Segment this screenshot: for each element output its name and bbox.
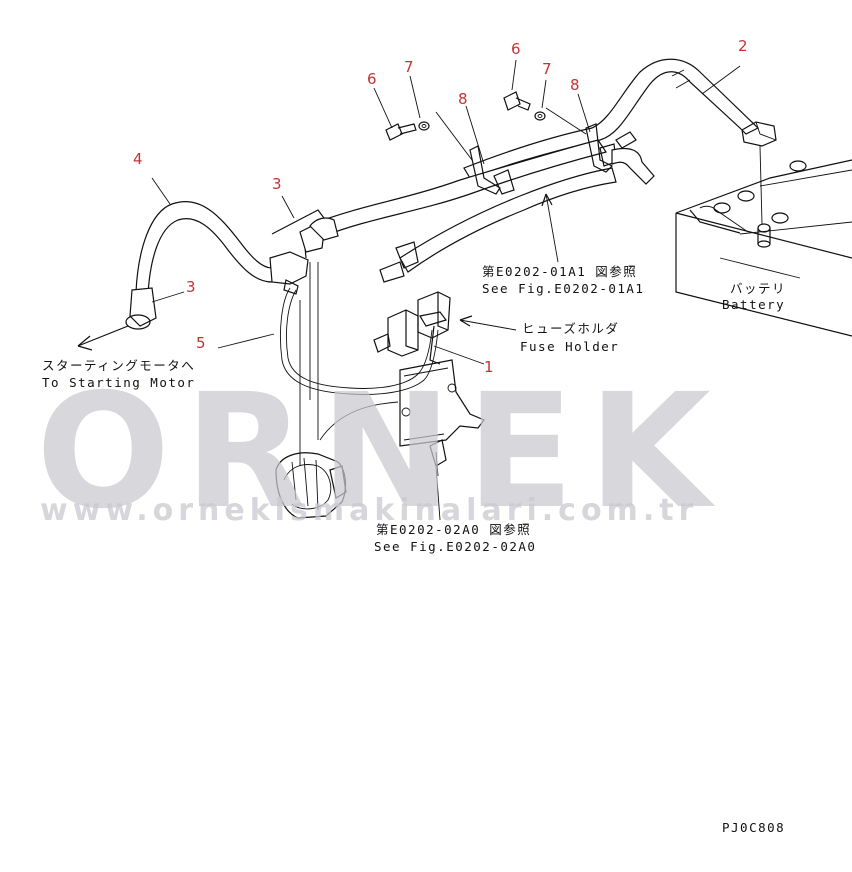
callout-8-left: 8 [458, 90, 468, 108]
starter-hose [77, 201, 339, 351]
callout-1: 1 [484, 358, 494, 376]
fuse-holder [373, 291, 451, 365]
battery-label-jp: バッテリ [730, 281, 786, 296]
callout-7-left: 7 [404, 58, 414, 76]
harness-hoses-upper [317, 123, 655, 283]
callout-8-right: 8 [570, 76, 580, 94]
drawing-code: PJ0C808 [722, 820, 785, 835]
callout-5: 5 [196, 334, 206, 352]
watermark-brand: ORNEK [36, 360, 725, 544]
battery-label-en: Battery [722, 297, 785, 312]
bolts-washers [385, 91, 546, 141]
callout-6-right: 6 [511, 40, 521, 58]
callout-3-top: 3 [272, 175, 282, 193]
ref-fig-01a1-jp: 第E0202-01A1 図参照 [482, 264, 637, 279]
starting-motor-terminal [275, 452, 347, 519]
ref-fig-02a0-en: See Fig.E0202-02A0 [374, 539, 536, 554]
starting-motor-label-en: To Starting Motor [42, 375, 195, 390]
watermark-url: www.orneklsmakinalari.com.tr [40, 493, 698, 528]
ref-fig-01a1-en: See Fig.E0202-01A1 [482, 281, 644, 296]
fuse-holder-label-en: Fuse Holder [520, 339, 619, 354]
callout-2: 2 [738, 37, 748, 55]
leader-lines [151, 59, 741, 521]
fuse-holder-bracket [399, 359, 485, 477]
callout-4: 4 [133, 150, 143, 168]
ref-fig-02a0-jp: 第E0202-02A0 図参照 [376, 522, 531, 537]
callout-3-left: 3 [186, 278, 196, 296]
ground-cable [280, 262, 439, 466]
callout-6-left: 6 [367, 70, 377, 88]
callout-7-right: 7 [542, 60, 552, 78]
battery-drawing [675, 159, 852, 337]
starting-motor-label-jp: スターティングモータへ [42, 358, 195, 373]
fuse-holder-label-jp: ヒューズホルダ [522, 321, 619, 336]
